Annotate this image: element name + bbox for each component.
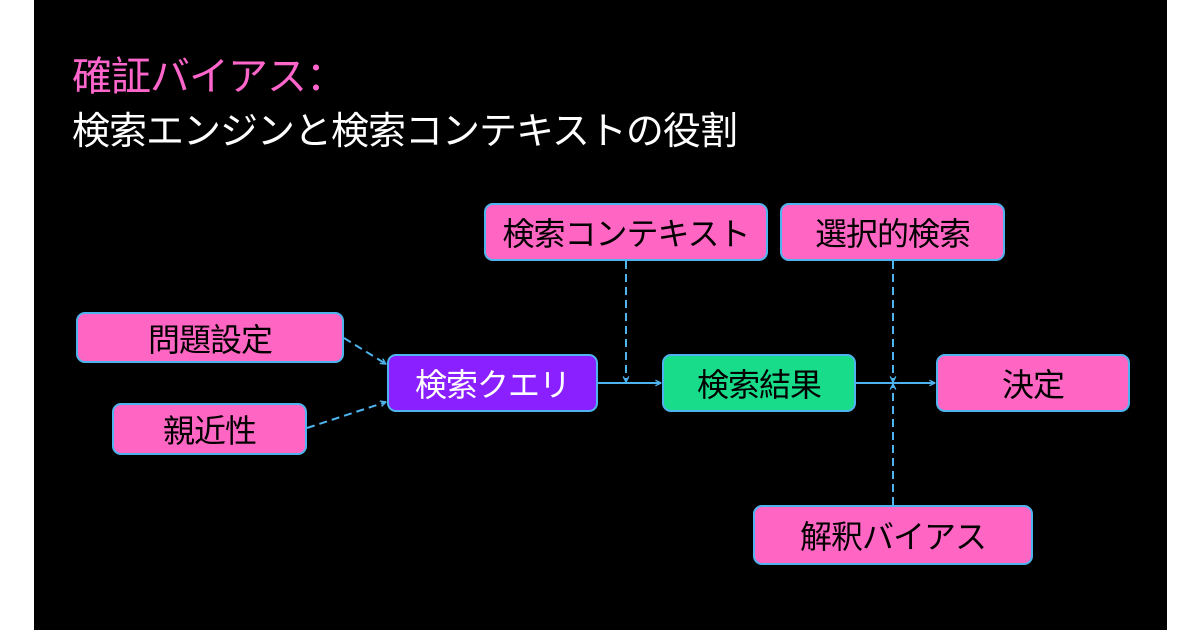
edge-familiarity-to-query: [306, 402, 386, 429]
node-selective-search: 選択的検索: [780, 203, 1005, 261]
node-label: 親近性: [162, 412, 257, 450]
node-label: 解釈バイアス: [799, 518, 987, 556]
node-search-context: 検索コンテキスト: [484, 203, 768, 261]
node-label: 検索結果: [696, 366, 822, 404]
node-familiarity: 親近性: [112, 403, 307, 455]
node-problem-setting: 問題設定: [76, 312, 344, 363]
edge-problem-setting-to-query: [343, 337, 386, 365]
node-search-results: 検索結果: [662, 354, 856, 412]
node-label: 決定: [1001, 366, 1065, 404]
node-label: 検索コンテキスト: [502, 215, 750, 253]
node-interpretation-bias: 解釈バイアス: [753, 505, 1033, 565]
node-search-query: 検索クエリ: [387, 354, 598, 412]
node-decision: 決定: [936, 354, 1130, 412]
node-label: 問題設定: [147, 320, 273, 359]
title-main-line: 検索エンジンと検索コンテキストの役割: [72, 109, 738, 153]
node-label: 選択的検索: [814, 215, 971, 253]
node-label: 検索クエリ: [414, 366, 571, 404]
title-accent-line: 確証バイアス：: [72, 54, 346, 100]
